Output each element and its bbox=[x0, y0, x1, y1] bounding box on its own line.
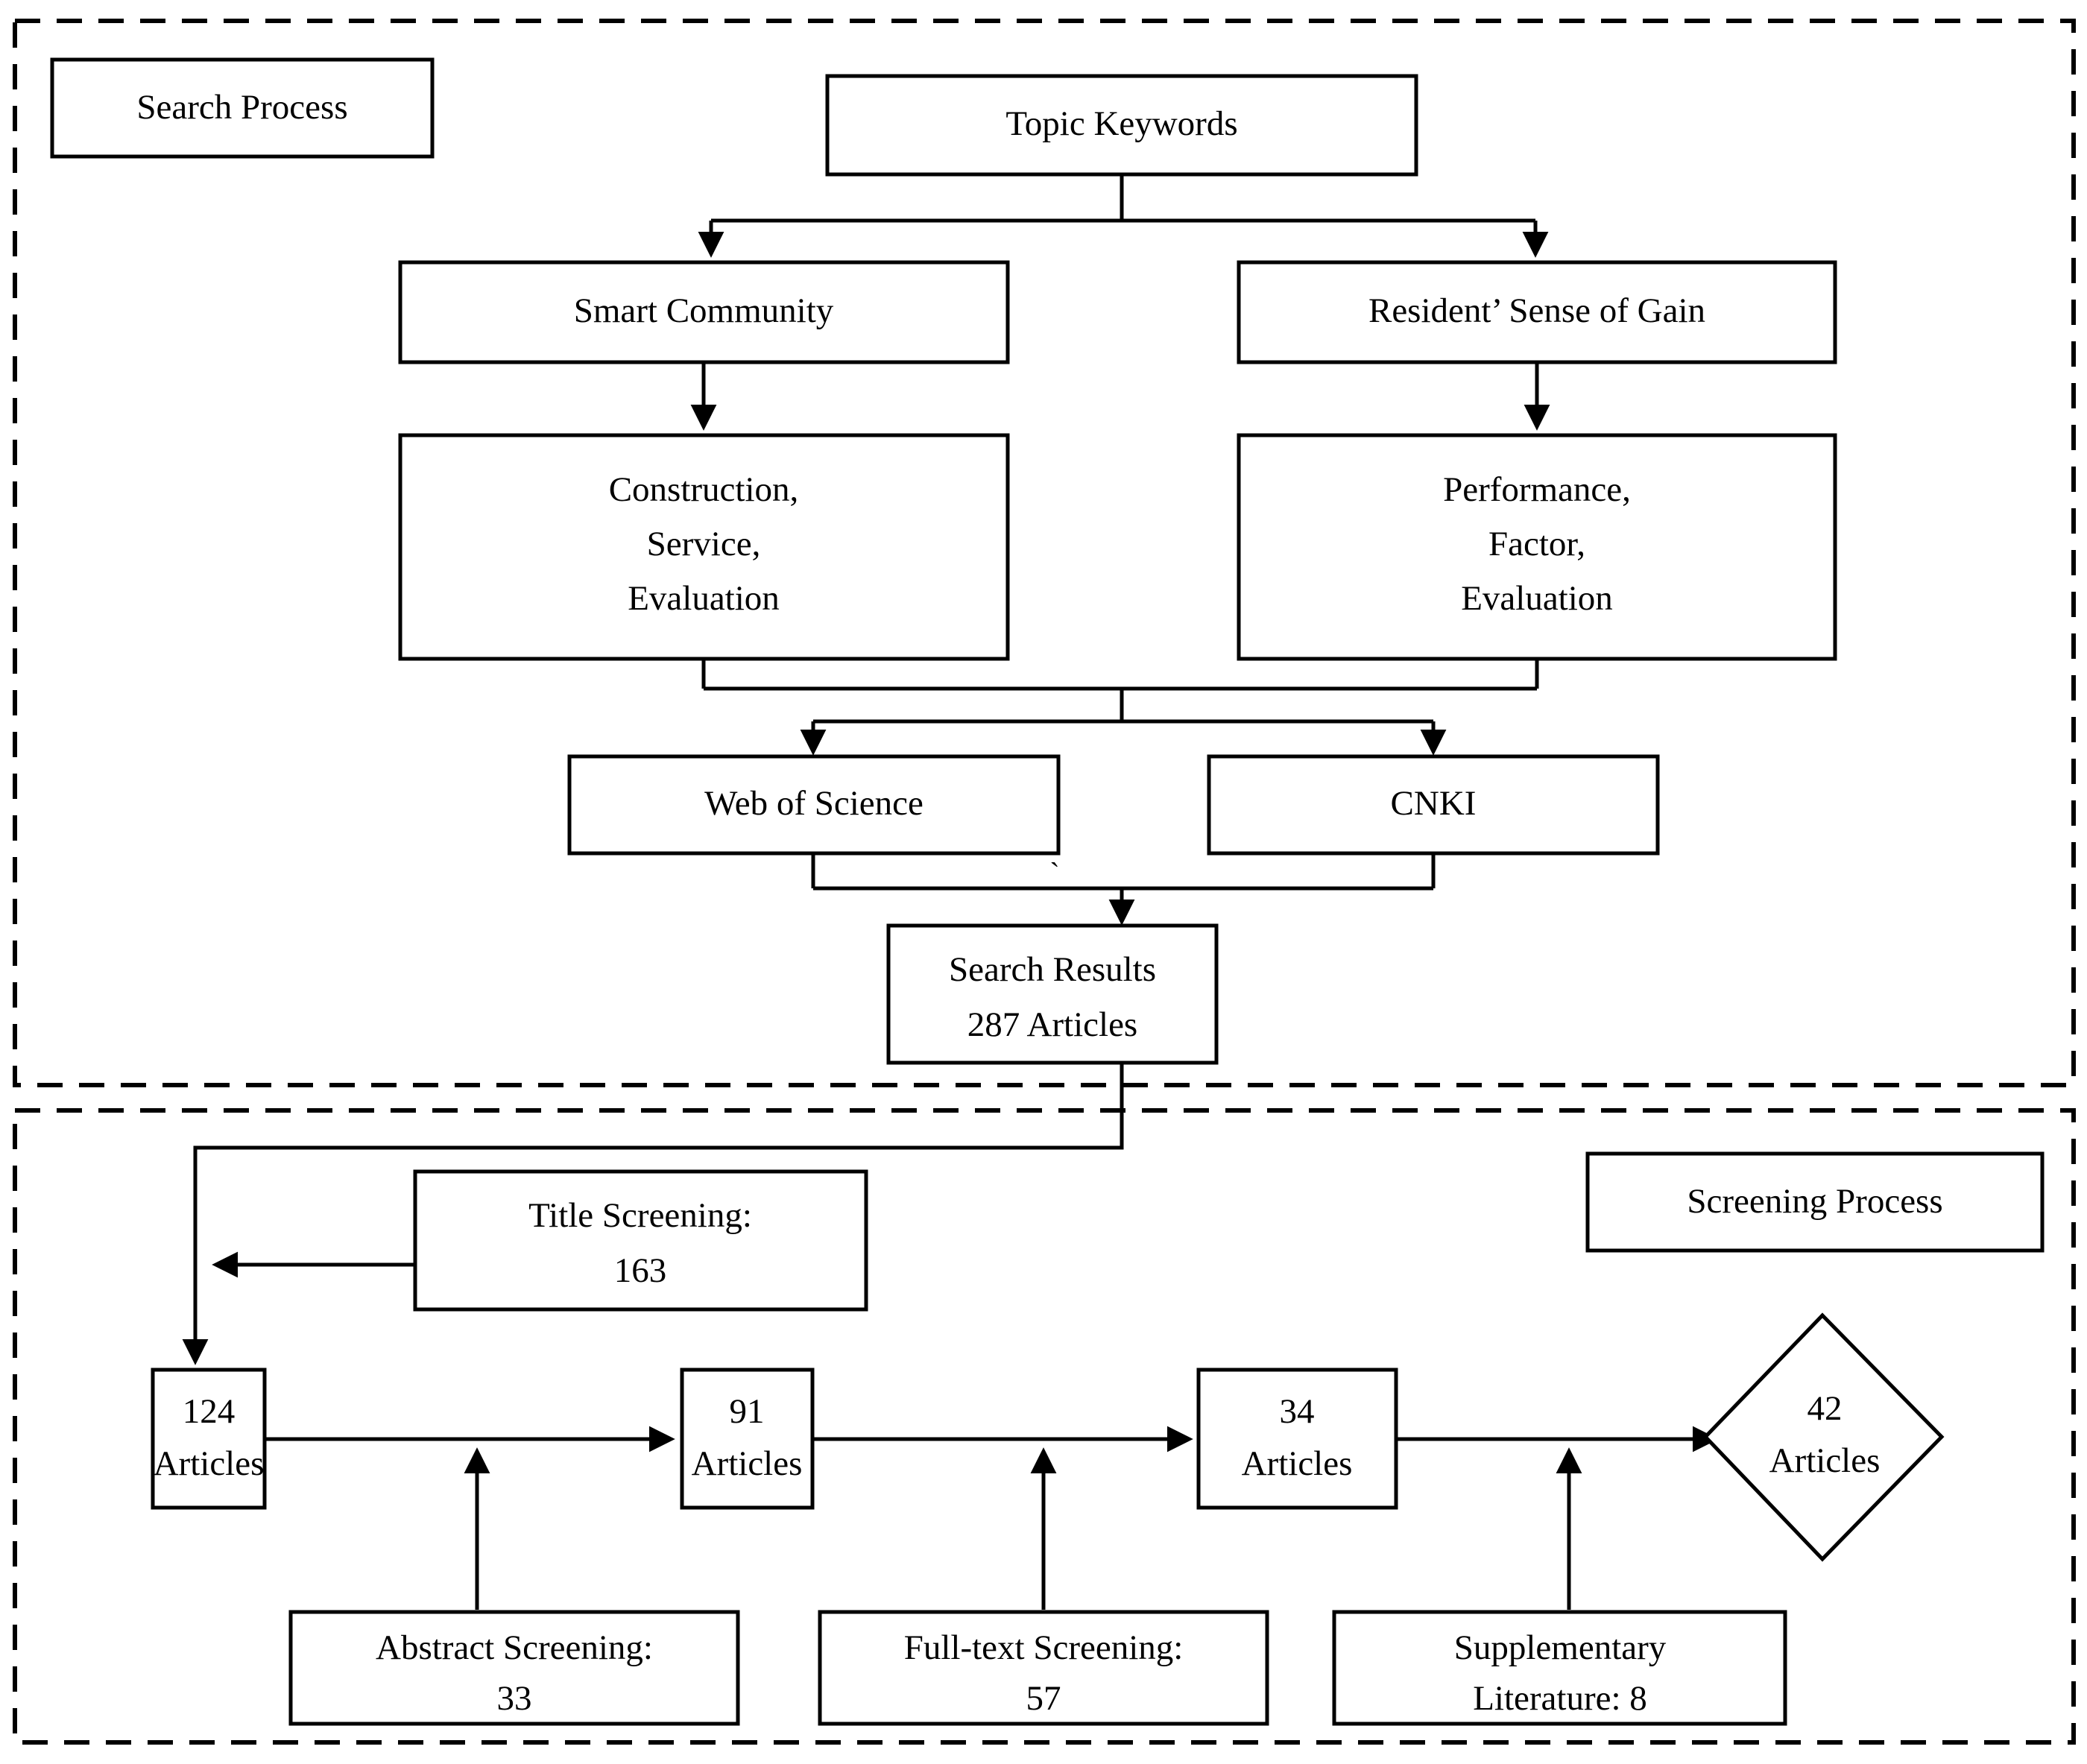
articles-34-count: 34 bbox=[1280, 1392, 1315, 1431]
articles-124-unit: Articles bbox=[154, 1444, 265, 1483]
articles-34-unit: Articles bbox=[1242, 1444, 1353, 1483]
articles-91-count: 91 bbox=[730, 1392, 765, 1431]
search-process-label: Search Process bbox=[136, 88, 347, 127]
articles-42-diamond bbox=[1702, 1312, 1945, 1562]
topic-keywords-box bbox=[825, 74, 1418, 177]
search-results-line1: Search Results bbox=[949, 950, 1156, 989]
keywords-right-line3: Evaluation bbox=[1461, 579, 1613, 618]
edge-topic-to-branches bbox=[711, 174, 1535, 223]
cnki-box bbox=[1207, 754, 1660, 856]
topic-keywords-label: Topic Keywords bbox=[1005, 104, 1237, 143]
search-process-label-box bbox=[50, 57, 435, 159]
edge-search-results-to-screening bbox=[182, 1063, 1124, 1365]
keywords-right-line2: Factor, bbox=[1488, 525, 1585, 563]
resident-sense-of-gain-box bbox=[1237, 260, 1837, 364]
articles-42-count: 42 bbox=[1807, 1389, 1843, 1428]
fulltext-screening-line2: 57 bbox=[1026, 1679, 1061, 1718]
articles-91-unit: Articles bbox=[692, 1444, 803, 1483]
screening-process-panel bbox=[13, 1108, 2076, 1745]
search-results-line2: 287 Articles bbox=[967, 1005, 1137, 1044]
title-screening-box bbox=[413, 1169, 868, 1312]
keywords-left-line2: Service, bbox=[647, 525, 761, 563]
keywords-right-line1: Performance, bbox=[1443, 470, 1631, 509]
title-screening-line2: 163 bbox=[614, 1251, 667, 1290]
fulltext-screening-line1: Full-text Screening: bbox=[904, 1628, 1184, 1667]
web-of-science-label: Web of Science bbox=[704, 784, 923, 823]
articles-124-box bbox=[151, 1368, 267, 1510]
articles-34-box bbox=[1196, 1368, 1398, 1510]
supplementary-literature-line1: Supplementary bbox=[1454, 1628, 1667, 1667]
abstract-screening-box bbox=[288, 1610, 740, 1726]
keywords-left-line1: Construction, bbox=[609, 470, 799, 509]
abstract-screening-line2: 33 bbox=[497, 1679, 532, 1718]
fulltext-screening-box bbox=[818, 1610, 1269, 1726]
articles-42-unit: Articles bbox=[1769, 1441, 1881, 1480]
edge-keywords-merge bbox=[701, 659, 1539, 691]
screening-process-label-box bbox=[1585, 1151, 2045, 1253]
smart-community-label: Smart Community bbox=[574, 291, 834, 330]
abstract-screening-line1: Abstract Screening: bbox=[376, 1628, 653, 1667]
search-process-panel bbox=[13, 19, 2076, 1087]
smart-community-box bbox=[398, 260, 1010, 364]
stray-tick-mark: ` bbox=[1049, 856, 1059, 890]
edge-databases-merge bbox=[811, 853, 1436, 891]
search-results-box bbox=[886, 923, 1219, 1065]
keywords-left-box bbox=[398, 433, 1010, 661]
web-of-science-box bbox=[567, 754, 1061, 856]
articles-124-count: 124 bbox=[183, 1392, 236, 1431]
cnki-label: CNKI bbox=[1391, 784, 1477, 823]
articles-91-box bbox=[680, 1368, 815, 1510]
screening-process-label: Screening Process bbox=[1687, 1182, 1942, 1221]
resident-sense-of-gain-label: Resident’ Sense of Gain bbox=[1368, 291, 1705, 330]
keywords-right-box bbox=[1237, 433, 1837, 661]
keywords-left-line3: Evaluation bbox=[628, 579, 780, 618]
title-screening-line1: Title Screening: bbox=[528, 1196, 752, 1235]
supplementary-literature-box bbox=[1332, 1610, 1787, 1726]
supplementary-literature-line2: Literature: 8 bbox=[1473, 1679, 1647, 1718]
